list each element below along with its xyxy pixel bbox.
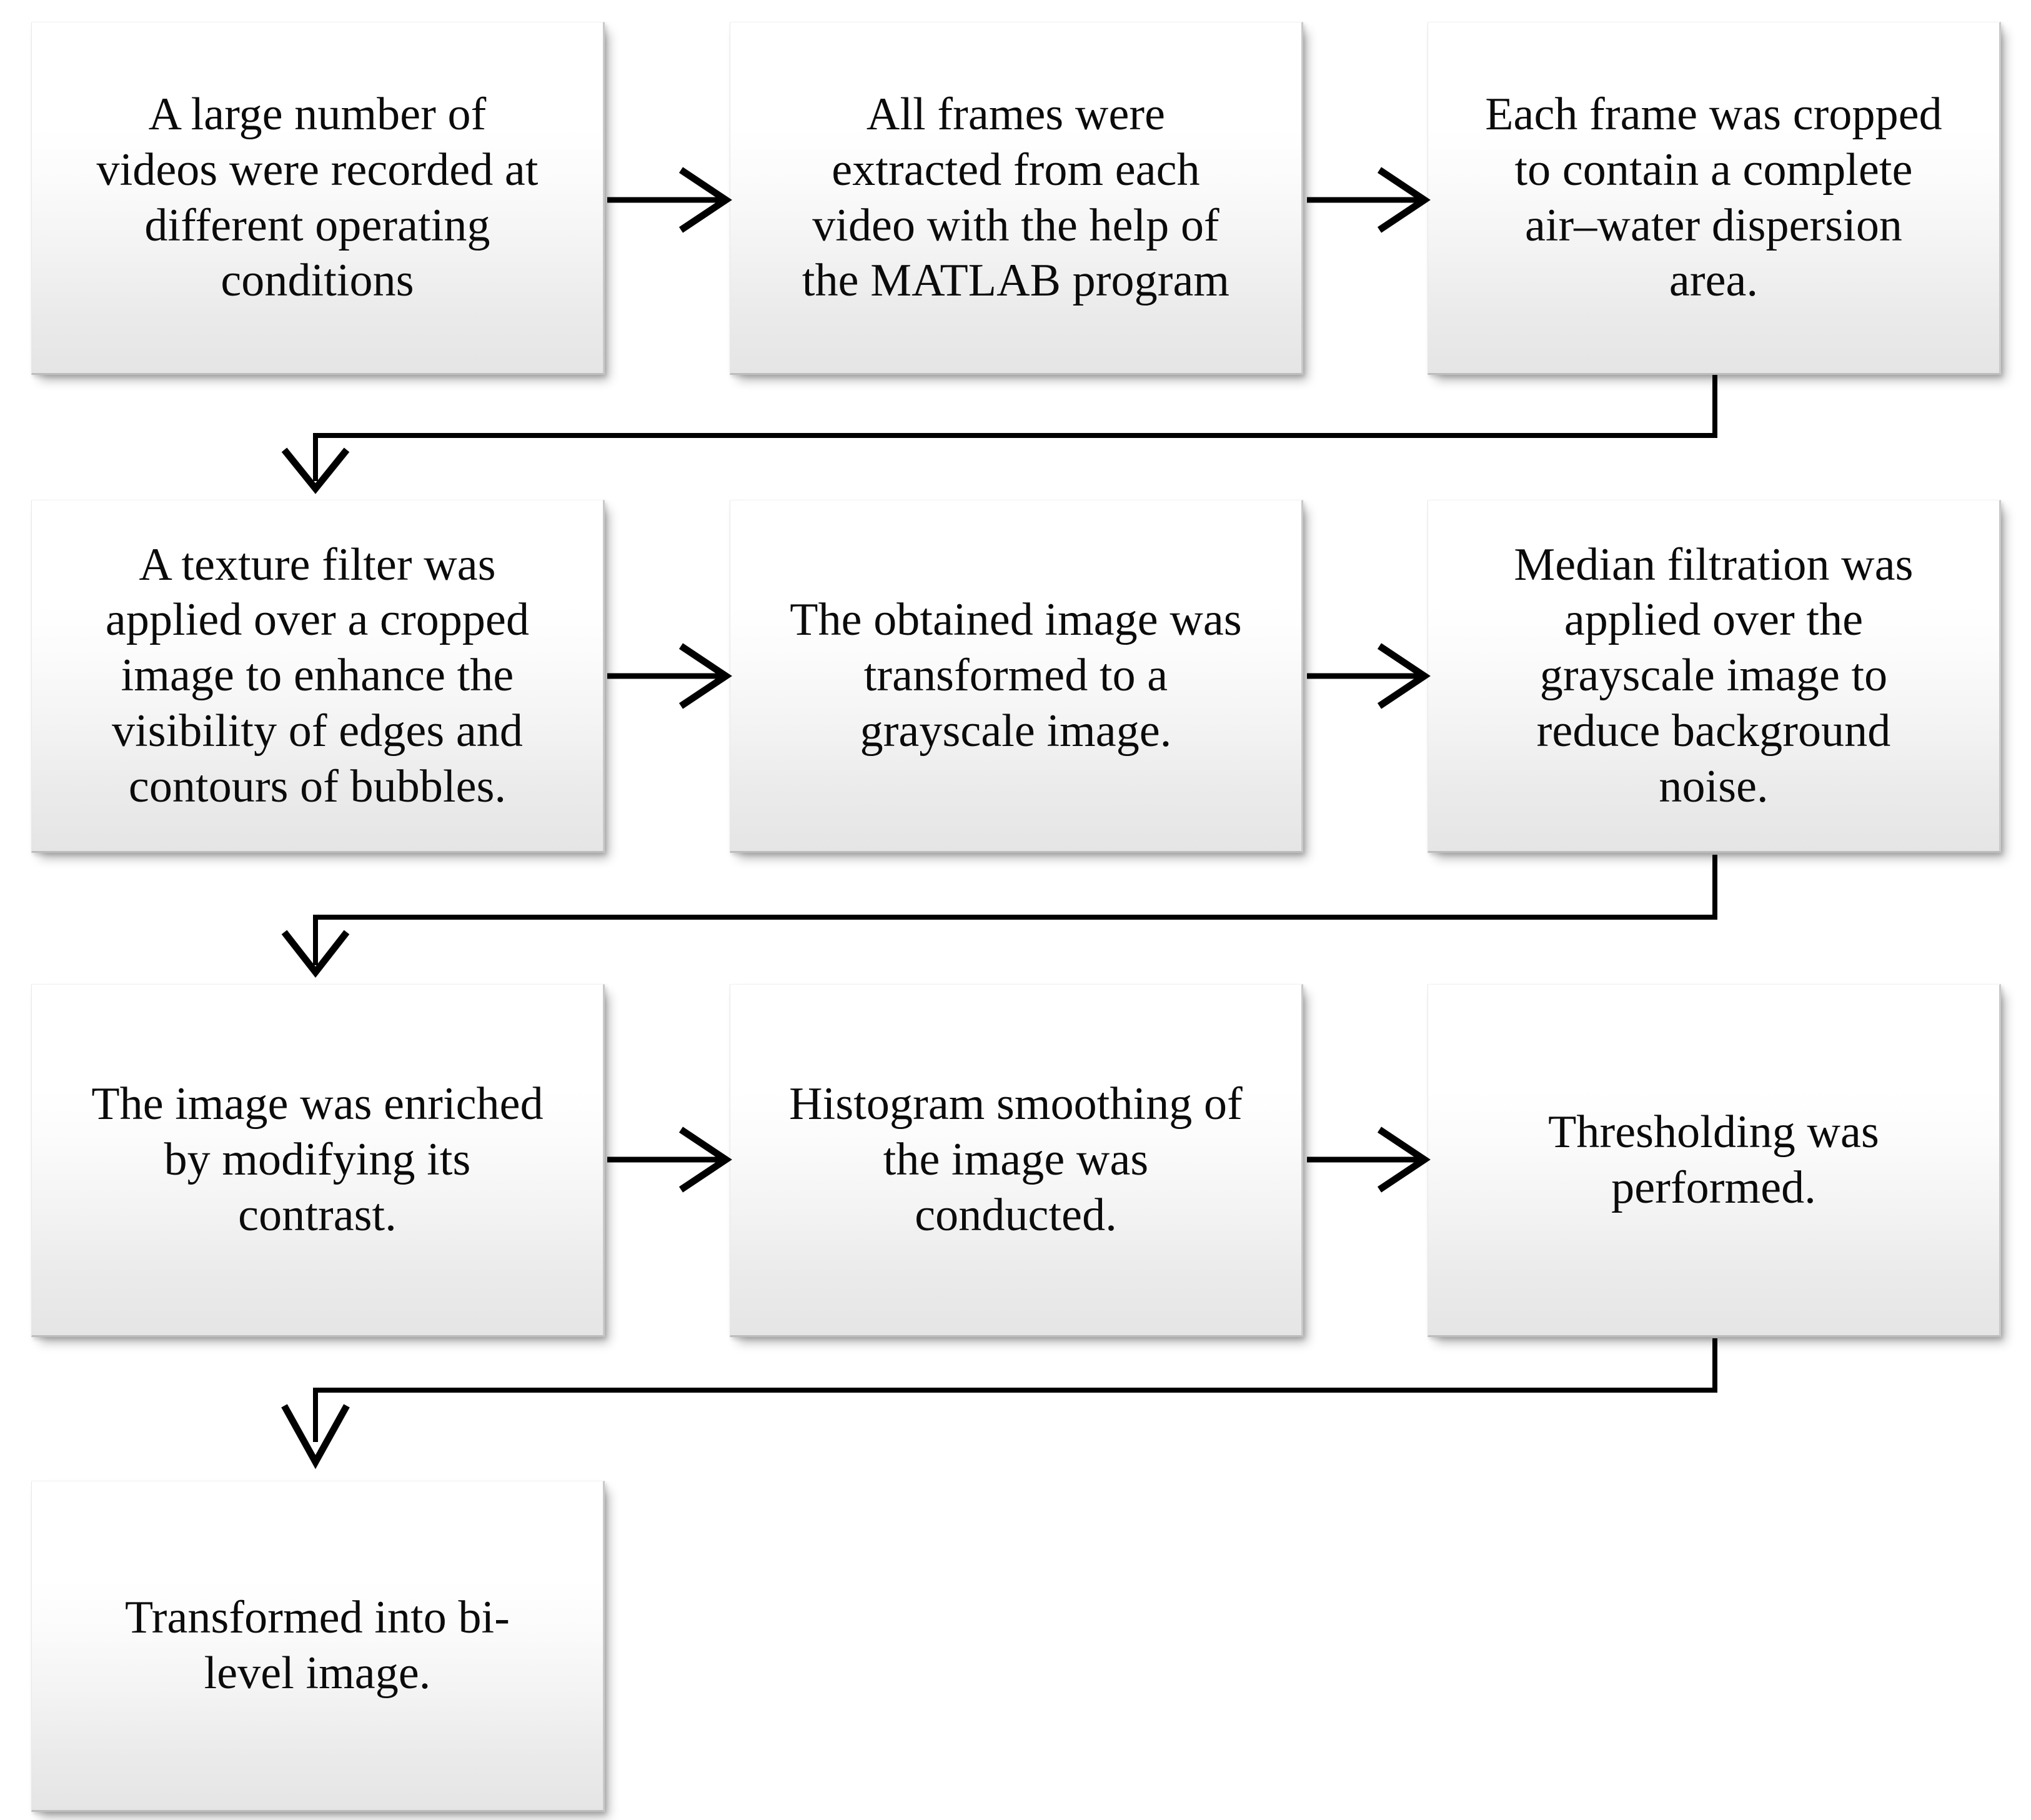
flow-node-n8-label: Histogram smoothing of the image was con…	[789, 1078, 1243, 1241]
edge-n6-to-n7-arrow	[281, 855, 1717, 978]
flow-node-n8[interactable]: Histogram smoothing of the image was con…	[730, 984, 1303, 1337]
flow-node-n3-label: Each frame was cropped to contain a comp…	[1485, 88, 1942, 307]
flow-node-n6-label: Median filtration was applied over the g…	[1514, 539, 1914, 812]
flow-node-n5-label: The obtained image was transformed to a …	[790, 594, 1242, 757]
flow-node-n2-label: All frames were extracted from each vide…	[802, 88, 1230, 307]
flow-node-n1[interactable]: A large number of videos were recorded a…	[31, 22, 605, 375]
flow-node-n5[interactable]: The obtained image was transformed to a …	[730, 500, 1303, 853]
flow-node-n9[interactable]: Thresholding was performed.	[1428, 984, 2001, 1337]
edge-n1-to-n2-arrow	[607, 167, 732, 233]
edge-n5-to-n6-arrow	[1307, 643, 1431, 709]
flow-node-n7-label: The image was enriched by modifying its …	[91, 1078, 544, 1241]
flow-node-n4[interactable]: A texture filter was applied over a crop…	[31, 500, 605, 853]
edge-n3-to-n4-arrow	[281, 375, 1717, 494]
edge-n7-to-n8-arrow	[607, 1126, 732, 1193]
flow-node-n9-label: Thresholding was performed.	[1548, 1106, 1879, 1213]
flow-node-n7[interactable]: The image was enriched by modifying its …	[31, 984, 605, 1337]
flow-node-n1-label: A large number of videos were recorded a…	[96, 88, 539, 307]
edge-n2-to-n3-arrow	[1307, 167, 1431, 233]
edge-n9-to-n10-arrow	[281, 1338, 1717, 1469]
flow-node-n10-label: Transformed into bi- level image.	[125, 1592, 510, 1699]
flow-node-n3[interactable]: Each frame was cropped to contain a comp…	[1428, 22, 2001, 375]
flow-node-n4-label: A texture filter was applied over a crop…	[105, 539, 530, 812]
flow-node-n6[interactable]: Median filtration was applied over the g…	[1428, 500, 2001, 853]
flow-node-n2[interactable]: All frames were extracted from each vide…	[730, 22, 1303, 375]
edge-n8-to-n9-arrow	[1307, 1126, 1431, 1193]
flow-node-n10[interactable]: Transformed into bi- level image.	[31, 1481, 605, 1812]
edge-n4-to-n5-arrow	[607, 643, 732, 709]
